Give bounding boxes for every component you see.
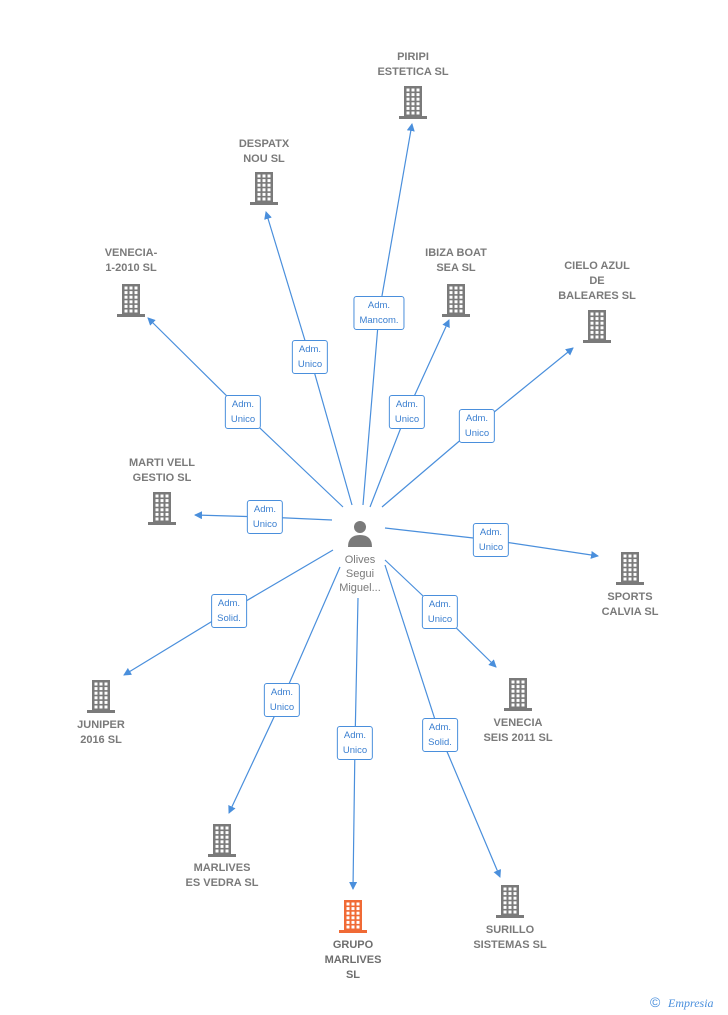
company-node-icon-sports[interactable] <box>570 550 690 586</box>
company-node-icon-despatx[interactable] <box>204 170 324 206</box>
building-icon <box>496 885 524 918</box>
company-node-label-marti[interactable]: MARTI VELL GESTIO SL <box>102 456 222 486</box>
company-node-label-veneciaseis[interactable]: VENECIA SEIS 2011 SL <box>458 716 578 746</box>
person-icon <box>348 521 372 547</box>
company-node-label-juniper[interactable]: JUNIPER 2016 SL <box>41 718 161 748</box>
edge-label-juniper[interactable]: Adm. Solid. <box>211 594 247 628</box>
building-icon <box>616 552 644 585</box>
company-node-label-surillo[interactable]: SURILLO SISTEMAS SL <box>450 923 570 953</box>
company-node-label-venecia1[interactable]: VENECIA- 1-2010 SL <box>71 246 191 276</box>
edge-label-cielo[interactable]: Adm. Unico <box>458 409 496 443</box>
edge-label-surillo[interactable]: Adm. Solid. <box>422 718 458 752</box>
center-person[interactable]: Olives Segui Miguel... <box>315 518 405 595</box>
building-icon <box>339 900 367 933</box>
company-name: DESPATX NOU SL <box>238 138 290 165</box>
edge-label-marlives[interactable]: Adm. Unico <box>263 683 301 717</box>
company-node-icon-marti[interactable] <box>102 490 222 526</box>
edge-label-sports[interactable]: Adm. Unico <box>472 523 510 557</box>
brand-logo: Empresia <box>668 996 714 1010</box>
building-icon <box>504 678 532 711</box>
edge-label-despatx[interactable]: Adm. Unico <box>291 340 329 374</box>
edge-label-grupo[interactable]: Adm. Unico <box>336 726 374 760</box>
company-node-label-piripi[interactable]: PIRIPI ESTETICA SL <box>353 50 473 80</box>
company-node-icon-marlives[interactable] <box>162 822 282 858</box>
company-node-icon-venecia1[interactable] <box>71 282 191 318</box>
company-name: CIELO AZUL DE BALEARES SL <box>558 260 636 302</box>
company-node-icon-juniper[interactable] <box>41 678 161 714</box>
company-node-icon-surillo[interactable] <box>450 883 570 919</box>
company-node-icon-piripi[interactable] <box>353 84 473 120</box>
building-icon <box>208 824 236 857</box>
company-node-icon-cielo[interactable] <box>537 308 657 344</box>
company-name: VENECIA- 1-2010 SL <box>104 247 158 274</box>
company-name: JUNIPER 2016 SL <box>77 719 125 746</box>
company-node-label-sports[interactable]: SPORTS CALVIA SL <box>570 590 690 620</box>
company-name: PIRIPI ESTETICA SL <box>377 51 449 78</box>
company-name: MARTI VELL GESTIO SL <box>129 457 195 484</box>
building-icon <box>583 310 611 343</box>
company-node-label-ibiza[interactable]: IBIZA BOAT SEA SL <box>396 246 516 276</box>
company-name: SPORTS CALVIA SL <box>601 591 659 618</box>
company-name: GRUPO MARLIVES SL <box>324 939 382 981</box>
building-icon <box>250 172 278 205</box>
building-icon <box>399 86 427 119</box>
center-person-name: Olives Segui Miguel... <box>339 554 381 594</box>
edge-label-veneciaseis[interactable]: Adm. Unico <box>421 595 459 629</box>
building-icon <box>148 492 176 525</box>
company-node-label-grupo[interactable]: GRUPO MARLIVES SL <box>293 938 413 983</box>
company-name: SURILLO SISTEMAS SL <box>473 924 547 951</box>
building-icon <box>442 284 470 317</box>
edge-label-ibiza[interactable]: Adm. Unico <box>388 395 426 429</box>
edge-label-marti[interactable]: Adm. Unico <box>246 500 284 534</box>
copyright-icon: © <box>650 994 661 1010</box>
edge-label-piripi[interactable]: Adm. Mancom. <box>353 296 405 330</box>
building-icon <box>117 284 145 317</box>
company-name: IBIZA BOAT SEA SL <box>425 247 487 274</box>
company-node-label-despatx[interactable]: DESPATX NOU SL <box>204 137 324 167</box>
company-name: MARLIVES ES VEDRA SL <box>185 862 259 889</box>
company-name: VENECIA SEIS 2011 SL <box>483 717 553 744</box>
company-node-label-cielo[interactable]: CIELO AZUL DE BALEARES SL <box>537 259 657 304</box>
edge-label-venecia1[interactable]: Adm. Unico <box>224 395 262 429</box>
company-node-icon-ibiza[interactable] <box>396 282 516 318</box>
company-node-label-marlives[interactable]: MARLIVES ES VEDRA SL <box>162 861 282 891</box>
company-node-icon-grupo[interactable] <box>293 898 413 934</box>
building-icon <box>87 680 115 713</box>
company-node-icon-veneciaseis[interactable] <box>458 676 578 712</box>
